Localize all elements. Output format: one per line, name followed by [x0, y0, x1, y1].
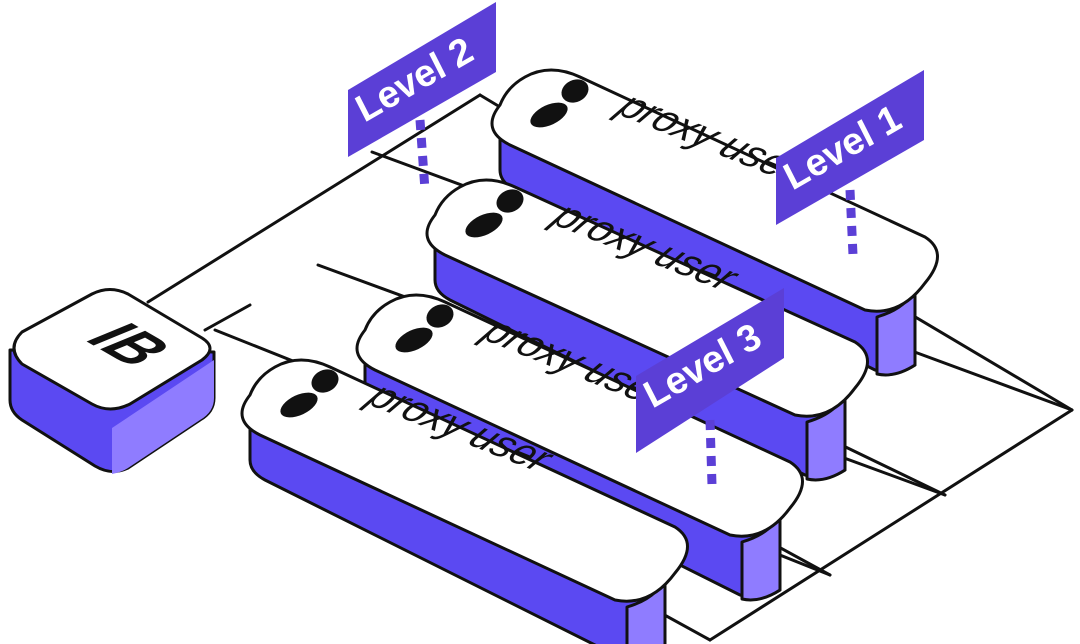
proxy-user-block-top [490, 68, 939, 313]
ib-block-top [12, 288, 212, 411]
flag-pole-dashed [415, 119, 430, 191]
user-icon [280, 369, 339, 418]
connector-a [708, 408, 1074, 642]
ib-logo-block: IB [8, 288, 216, 474]
flag-shape [348, 2, 496, 157]
flag-shape [636, 288, 784, 453]
line-ib-top [146, 93, 482, 304]
proxy-user-block-top [355, 293, 804, 538]
flag-pole-dashed [845, 189, 858, 256]
proxy-user-block-top [240, 358, 689, 603]
flag-pole-dashed [705, 419, 717, 486]
user-icon [465, 189, 524, 238]
ib-block-side-light [112, 360, 214, 474]
level-flag: Level 2 [345, 2, 496, 191]
user-icon [530, 79, 589, 128]
proxy-user-block: proxy user [240, 358, 689, 644]
user-icon [395, 304, 454, 353]
flag-shape [776, 70, 924, 225]
proxy-user-block: proxy user [490, 68, 939, 377]
line-ib-low [203, 303, 252, 332]
